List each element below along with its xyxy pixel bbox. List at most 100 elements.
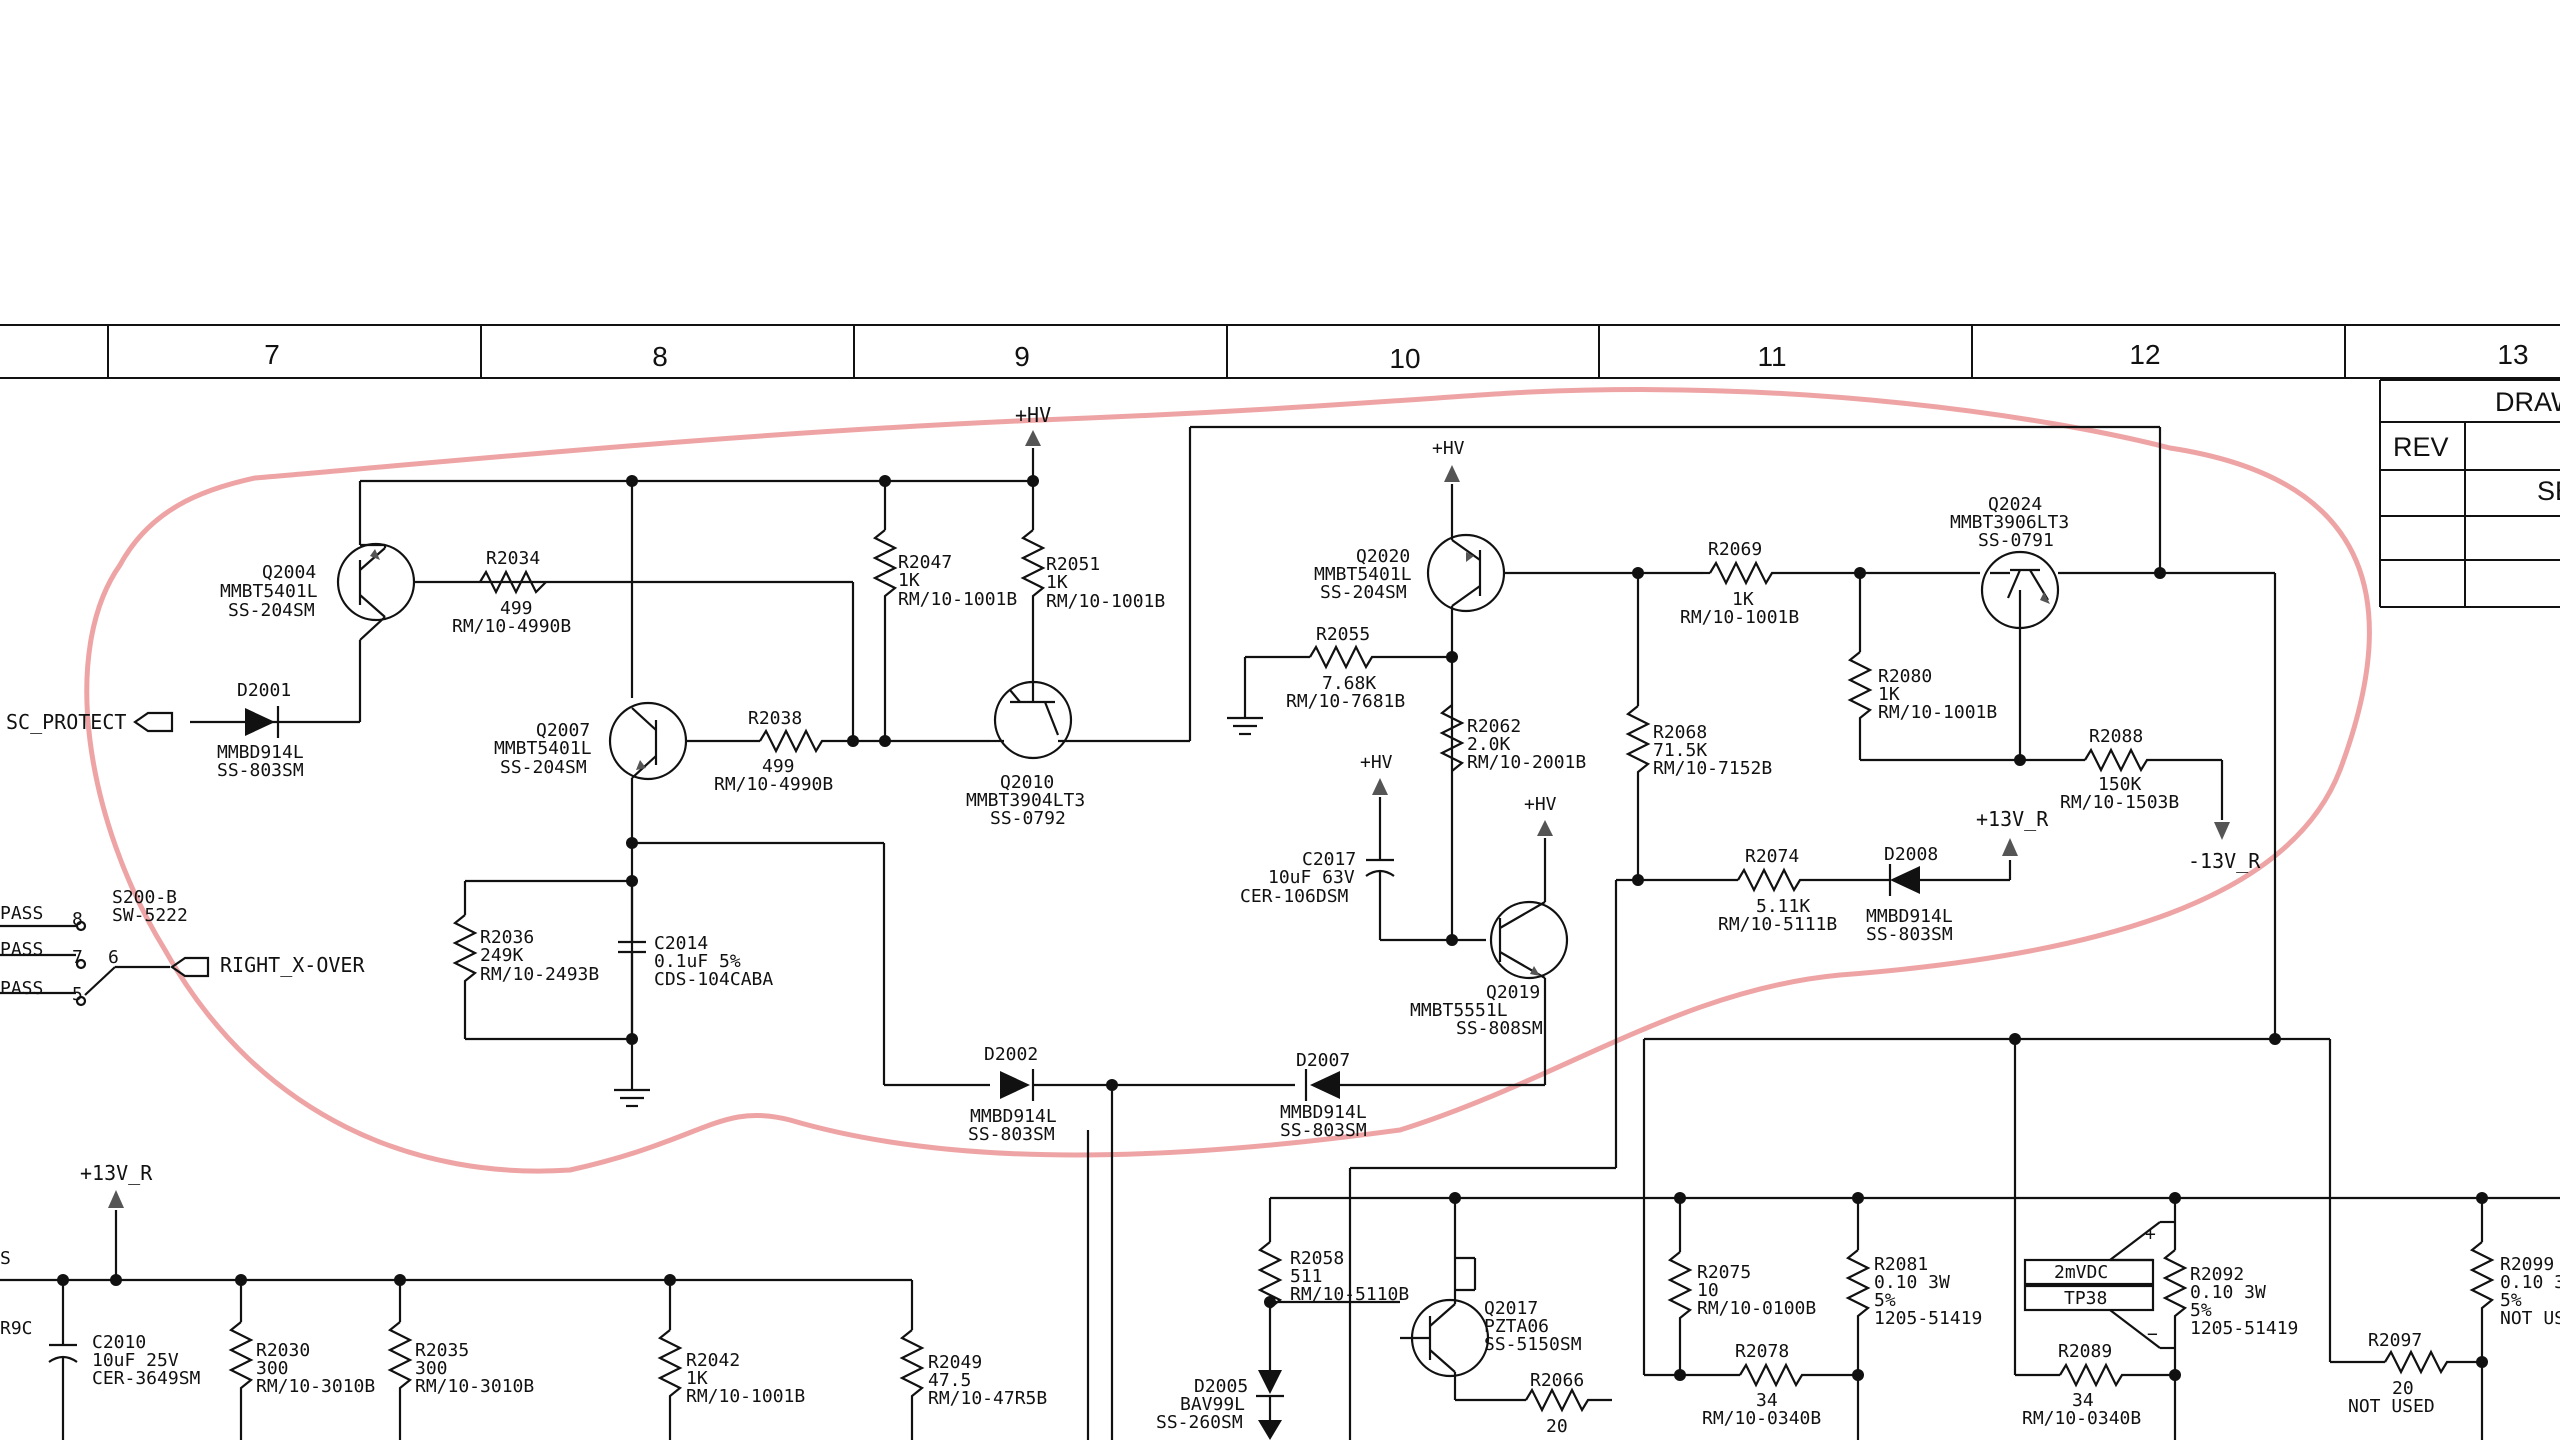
hv-label-c2017: +HV	[1360, 752, 1393, 773]
r2080-pn: RM/10-1001B	[1878, 702, 1997, 723]
r2036-pn: RM/10-2493B	[480, 964, 599, 985]
r2092-ref: R2092	[2190, 1264, 2244, 1285]
q2019-ss: SS-808SM	[1456, 1018, 1543, 1039]
r2068-val: 71.5K	[1653, 740, 1707, 761]
r2068-ref: R2068	[1653, 722, 1707, 743]
q2004-ss: SS-204SM	[228, 600, 315, 621]
r2099-ref: R2099	[2500, 1254, 2554, 1275]
q2024-ref: Q2024	[1988, 494, 2042, 515]
c2014-ref: C2014	[654, 933, 708, 954]
d2008-ss: SS-803SM	[1866, 924, 1953, 945]
r2075-pn: RM/10-0100B	[1697, 1298, 1816, 1319]
r2078-val: 34	[1756, 1390, 1778, 1411]
q2017-section	[1086, 1130, 1612, 1440]
hv-label-q2019: +HV	[1524, 794, 1557, 815]
r2069-ref: R2069	[1708, 539, 1762, 560]
hv-label: +HV	[1015, 403, 1051, 427]
r2088-resistor	[2020, 747, 2230, 840]
zone-label-9: 9	[1014, 341, 1030, 372]
r2068-r2069-network	[1348, 560, 2020, 1440]
q2017-ref: Q2017	[1484, 1298, 1538, 1319]
r2074-pn: RM/10-5111B	[1718, 914, 1837, 935]
r2075-ref: R2075	[1697, 1262, 1751, 1283]
r2092-tol: 5%	[2190, 1300, 2212, 1321]
q2010-transistor-symbol	[990, 425, 2162, 760]
q2007-ss: SS-204SM	[500, 757, 587, 778]
switch-pin-6: 6	[108, 947, 119, 968]
d2007-ss: SS-803SM	[1280, 1120, 1367, 1141]
r2030-pn: RM/10-3010B	[256, 1376, 375, 1397]
r2066-ref: R2066	[1530, 1370, 1584, 1391]
switch-pass-top: PASS	[0, 903, 43, 924]
title-block-sub: SE	[2537, 476, 2560, 506]
r2088-ref: R2088	[2089, 726, 2143, 747]
switch-pin-8: 8	[72, 909, 83, 930]
r2069-val: 1K	[1732, 589, 1754, 610]
r2099-tol: 5%	[2500, 1290, 2522, 1311]
switch-pin-7: 7	[72, 947, 83, 968]
q2024-part: MMBT3906LT3	[1950, 512, 2069, 533]
q2007-part: MMBT5401L	[494, 738, 592, 759]
r2042-ref: R2042	[686, 1350, 740, 1371]
switch-pin-5: 5	[72, 984, 83, 1005]
r2055-pn: RM/10-7681B	[1286, 691, 1405, 712]
r2074-val: 5.11K	[1756, 896, 1810, 917]
q2004-part: MMBT5401L	[220, 581, 318, 602]
q2020-ref: Q2020	[1356, 546, 1410, 567]
r2034-ref: R2034	[486, 548, 540, 569]
r2051-resistor	[1020, 529, 1046, 690]
r2051-ref: R2051	[1046, 554, 1100, 575]
r2062-pn: RM/10-2001B	[1467, 752, 1586, 773]
zone-label-8: 8	[652, 341, 668, 372]
r2058-val: 511	[1290, 1266, 1323, 1287]
r2088-pn: RM/10-1503B	[2060, 792, 2179, 813]
v13r-label-left: +13V_R	[80, 1161, 153, 1185]
d2008-part: MMBD914L	[1866, 906, 1953, 927]
r2055-resistor	[1227, 644, 1458, 736]
r2042-pn: RM/10-1001B	[686, 1386, 805, 1407]
r2038-ref: R2038	[748, 708, 802, 729]
q2020-transistor-symbol	[1426, 465, 1703, 940]
q2017-ss: SS-5150SM	[1484, 1334, 1582, 1355]
q2010-ss: SS-0792	[990, 808, 1066, 829]
r2099-note: NOT USE	[2500, 1308, 2560, 1329]
r2062-val: 2.0K	[1467, 734, 1511, 755]
hv-label-q2020: +HV	[1432, 438, 1465, 459]
r2092-pn: 1205-51419	[2190, 1318, 2298, 1339]
zone-label-12: 12	[2129, 339, 2160, 370]
r2051-pn: RM/10-1001B	[1046, 591, 1165, 612]
r2080-ref: R2080	[1878, 666, 1932, 687]
q2019-ref: Q2019	[1486, 982, 1540, 1003]
switch-pass-mid: PASS	[0, 939, 43, 960]
tp38-minus: −	[2147, 1324, 2158, 1345]
title-block: DRAW REV SE	[2379, 379, 2560, 608]
r2055-val: 7.68K	[1322, 673, 1376, 694]
tp38-plus: +	[2145, 1224, 2156, 1245]
r2034-val: 499	[500, 598, 533, 619]
tp38-box1: 2mVDC	[2054, 1262, 2108, 1283]
c2010-pn: CER-3649SM	[92, 1368, 201, 1389]
q2010-ref: Q2010	[1000, 772, 1054, 793]
r2058-ref: R2058	[1290, 1248, 1344, 1269]
c2017-pn: CER-106DSM	[1240, 886, 1349, 907]
r2097-note: NOT USED	[2348, 1396, 2435, 1417]
switch-pass-bot: PASS	[0, 978, 43, 999]
r2036-c2014-network	[452, 837, 886, 1108]
q2020-ss: SS-204SM	[1320, 582, 1407, 603]
r2036-ref: R2036	[480, 927, 534, 948]
q2017-part: PZTA06	[1484, 1316, 1549, 1337]
r2049-pn: RM/10-47R5B	[928, 1388, 1047, 1409]
r2075-val: 10	[1697, 1280, 1719, 1301]
r2036-val: 249K	[480, 945, 524, 966]
r2089-val: 34	[2072, 1390, 2094, 1411]
r2089-ref: R2089	[2058, 1341, 2112, 1362]
zone-label-10: 10	[1389, 343, 1420, 374]
r2030-val: 300	[256, 1358, 289, 1379]
r2062-resistor	[1439, 704, 1465, 772]
d2007-ref: D2007	[1296, 1050, 1350, 1071]
r2051-val: 1K	[1046, 572, 1068, 593]
zone-ruler: 7 8 9 10 11 12 13	[0, 324, 2560, 379]
title-block-rev: REV	[2393, 432, 2449, 462]
r2049-val: 47.5	[928, 1370, 971, 1391]
r2081-tol: 5%	[1874, 1290, 1896, 1311]
